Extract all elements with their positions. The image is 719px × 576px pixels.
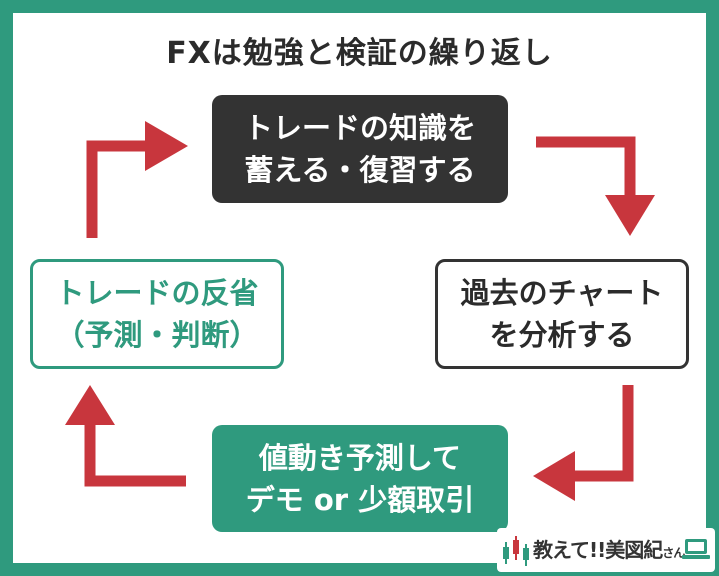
step-review-box: トレードの反省 （予測・判断） [30,259,284,369]
step-review-line2: （予測・判断） [55,318,259,352]
arrow-top-right [536,136,636,195]
logo-name: 教えて!!美図紀 [533,538,663,562]
page-title: FXは勉強と検証の繰り返し [166,36,553,71]
step-analyze-box: 過去のチャート を分析する [435,259,689,369]
arrow-top-left [86,140,145,238]
laptop-icon [682,539,710,559]
step-analyze-line1: 過去のチャート [460,276,664,310]
step-trade-line2: デモ or 少額取引 [245,482,475,517]
arrow-bottom-right [575,385,634,482]
step-study-line2: 蓄える・復習する [244,153,476,187]
arrow-head-left [533,451,575,501]
arrow-head-down [605,195,655,236]
step-review-line1: トレードの反省 [55,276,259,310]
logo-suffix: さん [662,546,685,560]
step-analyze-line2: を分析する [489,318,635,352]
logo-text: 教えて!!美図紀さん [533,534,685,563]
arrow-bottom-left [84,425,186,487]
step-trade-line1: 値動き予測して [258,440,462,475]
step-study-box: トレードの知識を 蓄える・復習する [212,95,508,203]
brand-logo: 教えて!!美図紀さん [497,528,715,572]
candlestick-icon [503,536,529,566]
arrow-head-up [65,385,115,425]
step-study-line1: トレードの知識を [243,111,476,145]
arrow-head-right [145,121,188,171]
step-trade-box: 値動き予測して デモ or 少額取引 [212,425,508,532]
